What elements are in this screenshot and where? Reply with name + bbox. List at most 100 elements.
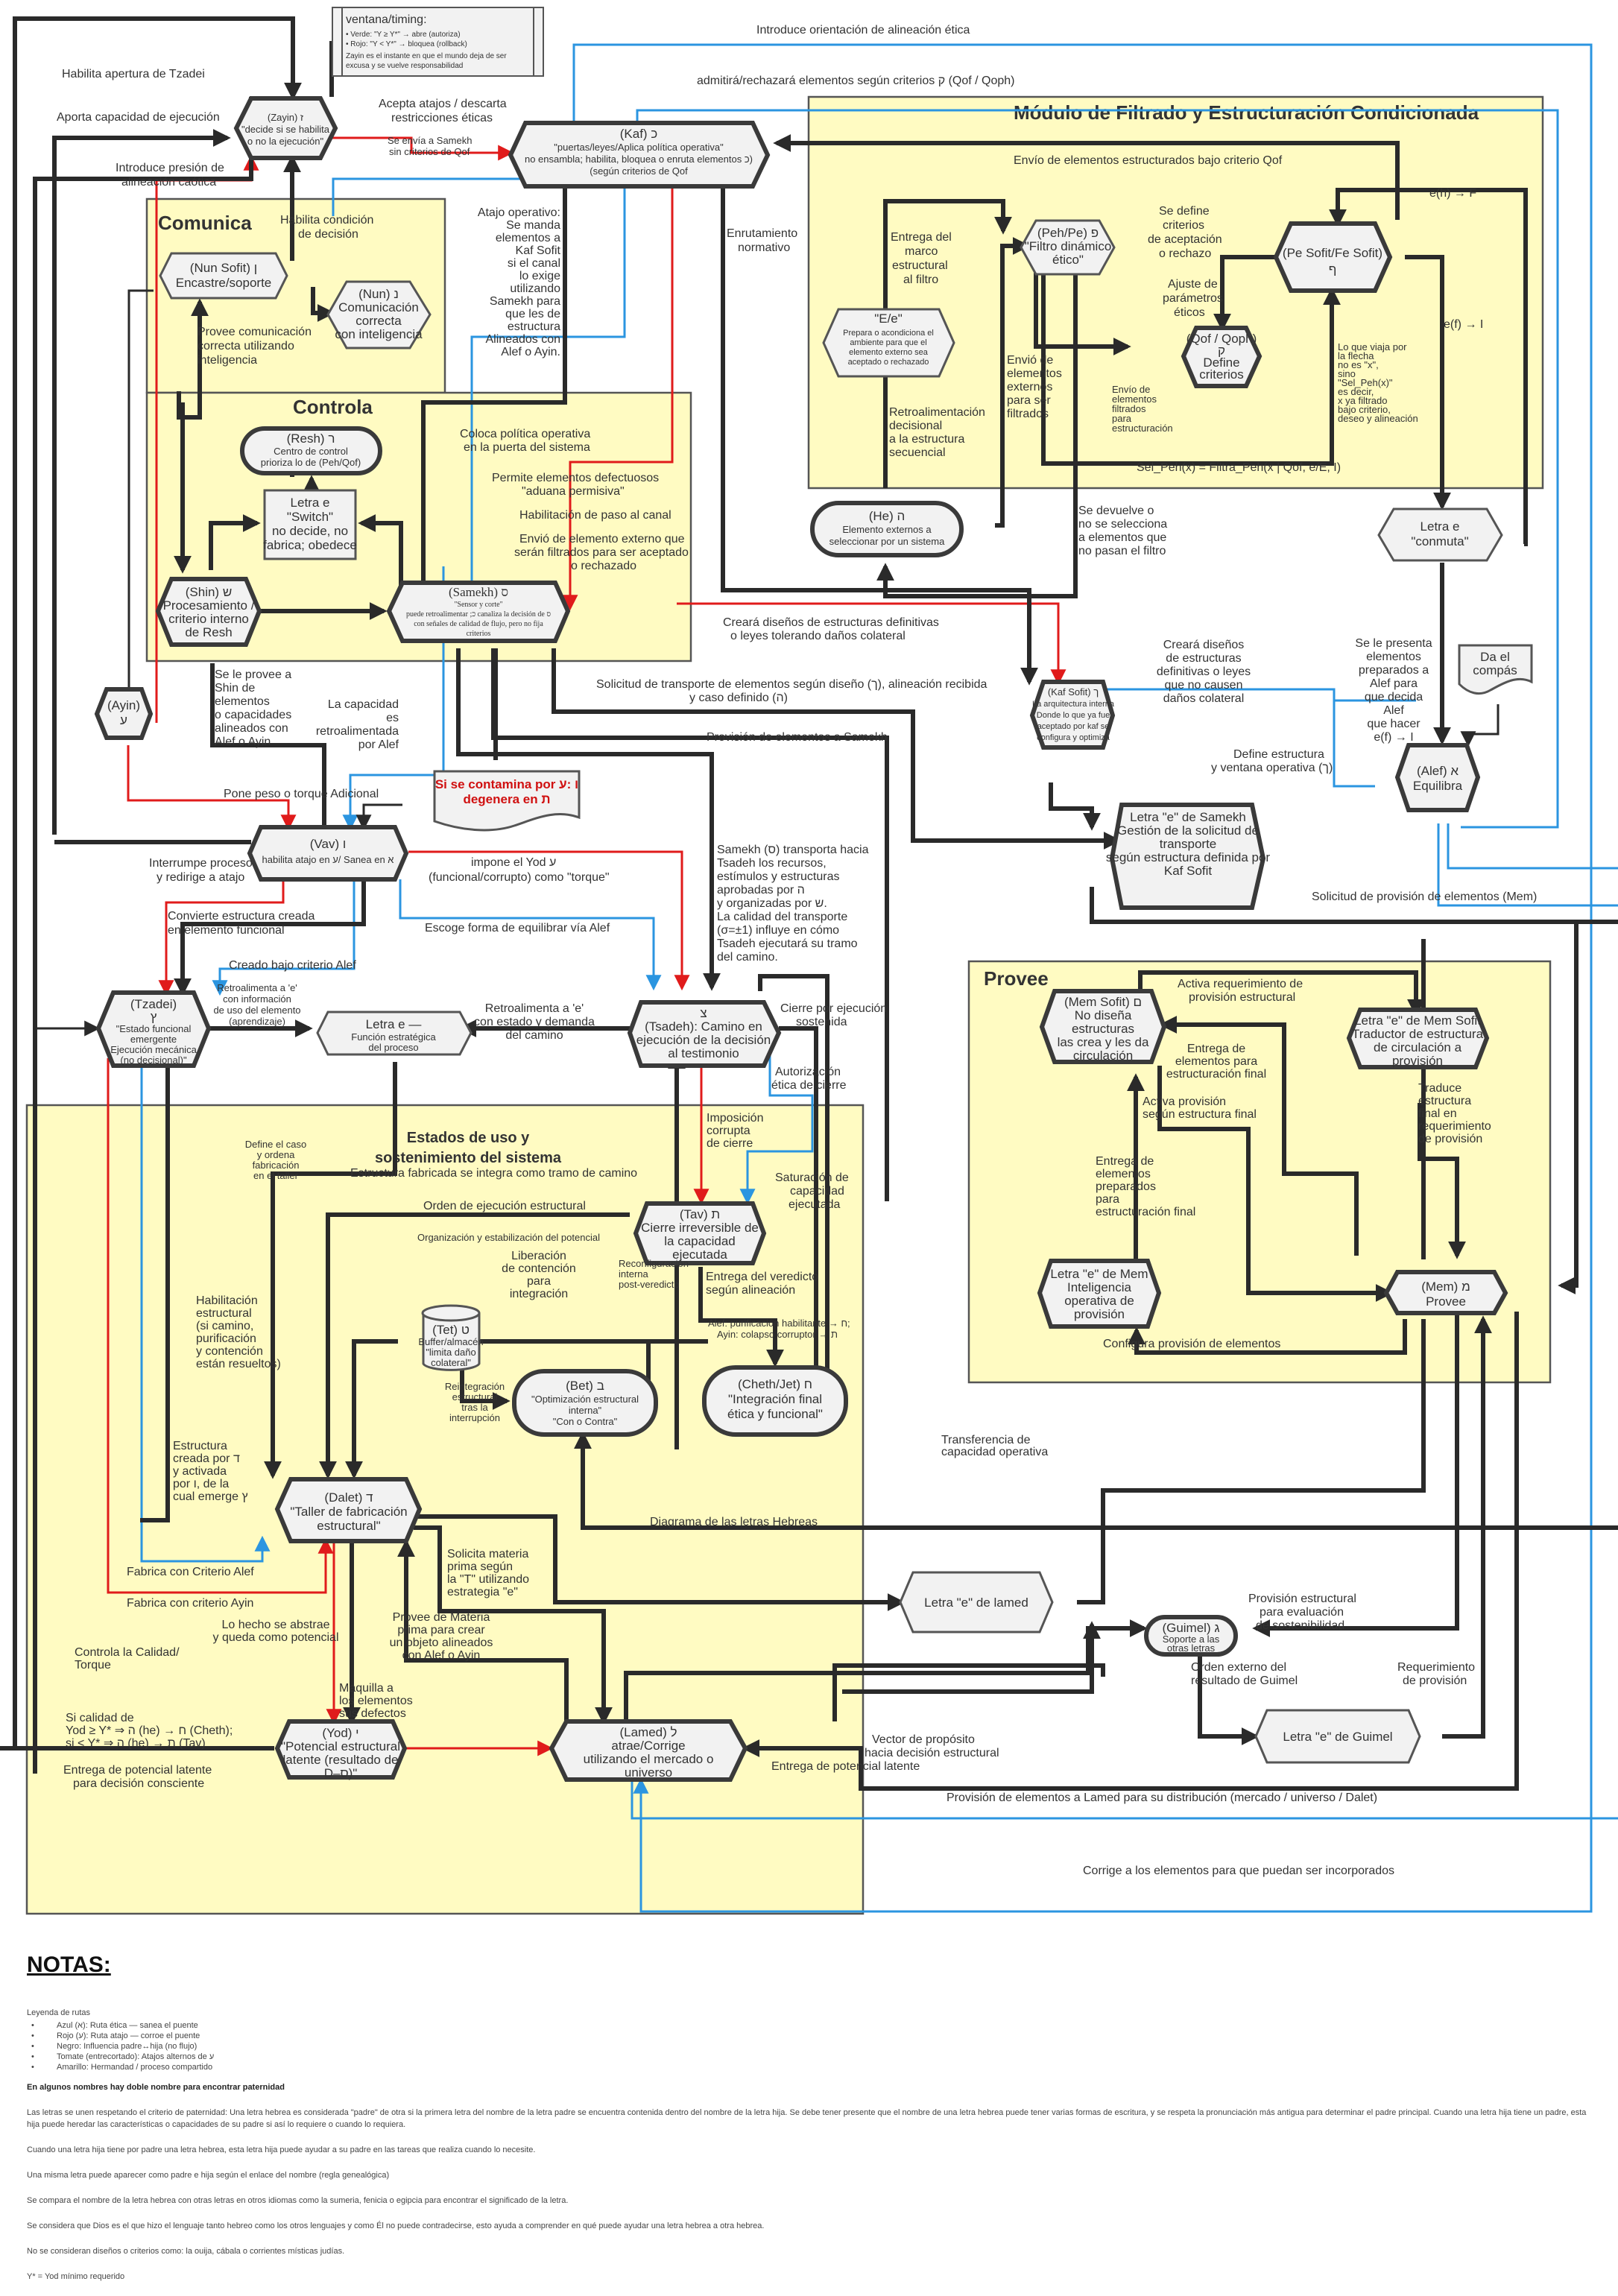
node-mem[interactable]: (Mem) מ Provee <box>1383 1270 1508 1315</box>
node-tet-label: Buffer/almacén <box>418 1336 483 1347</box>
node-letra-guimel[interactable]: Letra "e" de Guimel <box>1254 1709 1421 1764</box>
node-tet[interactable]: (Tet) ט Buffer/almacén "limita daño cola… <box>418 1304 484 1371</box>
node-zayin[interactable]: (Zayin) ז "decide si se habilita o no la… <box>233 96 338 160</box>
node-kaf[interactable]: (Kaf) כ "puertas/leyes/Aplica política o… <box>508 121 771 189</box>
route-diagrama-bet <box>574 1431 1618 1530</box>
route-alef-down2 <box>1437 823 1618 907</box>
node-he-label: Elemento externos a <box>842 524 932 535</box>
label-define-caso: Define el caso <box>245 1139 306 1150</box>
node-alef[interactable]: (Alef) א Equilibra <box>1394 743 1481 812</box>
node-samekh-label: (Samekh) ס <box>449 585 508 599</box>
node-he[interactable]: (He) ה Elemento externos a seleccionar p… <box>810 501 964 557</box>
label-entrega-marco: estructural <box>892 259 948 272</box>
label-envio-estructurados: Envío de elementos estructurados bajo cr… <box>1014 154 1283 167</box>
node-kaf-sofit-label: Donde lo que ya fue <box>1037 711 1110 720</box>
node-kaf-sofit[interactable]: (Kaf Sofit) ך La arquitectura interna Do… <box>1029 680 1116 750</box>
node-tzadei[interactable]: (Tzadei) ץ "Estado funcional emergente E… <box>95 990 212 1068</box>
node-ayin[interactable]: (Ayin) ע <box>94 687 154 740</box>
node-mem-sofit[interactable]: (Mem Sofit) ם No diseña estructuras las … <box>1039 989 1167 1064</box>
node-contamina-note[interactable]: Si se contamina por ו :ע degenera en ת <box>433 770 581 832</box>
label-solicita-materia: la "T" utilizando <box>447 1573 529 1586</box>
label-saturacion: Saturación de <box>775 1171 849 1184</box>
node-resh[interactable]: (Resh) ר Centro de control prioriza lo d… <box>240 426 382 475</box>
route-lamed-up2 <box>832 1663 1105 1721</box>
node-resh-label: Centro de control <box>274 446 348 457</box>
node-nun-label: (Nun) נ <box>358 287 399 301</box>
node-vav[interactable]: (Vav) ו habilita atajo en ע/ Sanea en א <box>247 825 409 882</box>
label-entrega-marco: al filtro <box>903 273 938 286</box>
node-letra-lamed[interactable]: Letra "e" de lamed <box>899 1571 1054 1634</box>
window-line: excusa y se vuelve responsabilidad <box>346 62 463 70</box>
label-se-define-criterios: o rechazo <box>1159 247 1211 260</box>
node-tav[interactable]: (Tav) ת Cierre irreversible de la capaci… <box>633 1201 767 1265</box>
node-letra-e-funcion[interactable]: Letra e — Función estratégica del proces… <box>316 1011 473 1056</box>
label-entrega-veredicto: según alineación <box>706 1284 795 1297</box>
node-peh[interactable]: (Peh/Pe) פ "Filtro dinámico ético" <box>1020 219 1116 276</box>
label-habilitacion-estructural: Habilitación <box>196 1294 258 1307</box>
label-samekh-transporta: y organizadas por ש. <box>717 897 827 910</box>
label-entrega-preparados: para <box>1096 1193 1119 1206</box>
node-tzadei-label: (no decisional)" <box>120 1054 187 1066</box>
label-envio-elemento-externo: serán filtrados para ser aceptado <box>514 546 689 559</box>
route-dalet-letra-lamed <box>414 1514 906 1611</box>
node-ee-label: Prepara o acondiciona el <box>843 329 934 338</box>
node-pe-sofit[interactable]: (Pe Sofit/Fe Sofit) ף <box>1273 221 1393 293</box>
node-nun[interactable]: (Nun) נ Comunicación correcta con inteli… <box>326 280 432 350</box>
node-ee-label: ambiente para que el <box>850 338 926 347</box>
node-guimel-label: Soporte a las <box>1163 1634 1220 1645</box>
label-entrega-potencial: Entrega de potencial latente <box>771 1760 920 1773</box>
node-zayin-label: (Zayin) ז <box>268 112 304 123</box>
group-title-controla: Controla <box>293 396 373 418</box>
edge-labels: Habilita apertura de Tzadei Aporta capac… <box>57 24 1015 367</box>
node-vav-label: habilita atajo en ע/ Sanea en א <box>262 854 394 865</box>
route-solicita-materia <box>414 1525 613 1725</box>
route-escoge-equilibrar <box>399 879 662 991</box>
node-mem-sofit-label: las crea y les da <box>1058 1035 1149 1049</box>
label-estructura-creada-dalet: cual emerge ץ <box>173 1490 248 1503</box>
node-switch[interactable]: Letra e "Switch" no decide, no fabrica; … <box>263 489 357 560</box>
label-activa-provision: Activa provisión <box>1143 1095 1226 1108</box>
node-letra-samekh[interactable]: Letra "e" de Samekh Gestión de la solici… <box>1106 803 1271 910</box>
node-samekh-label: puede retroalimentar ;כ canaliza la deci… <box>406 610 551 619</box>
node-letra-guimel-label: Letra "e" de Guimel <box>1283 1730 1392 1744</box>
node-switch-label: "Switch" <box>287 510 333 524</box>
node-nun-sofit[interactable]: (Nun Sofit) ן Encastre/soporte <box>159 252 288 300</box>
node-conmuta[interactable]: Letra e "conmuta" <box>1377 507 1503 562</box>
node-shin-label: Procesamiento / <box>163 598 255 613</box>
node-qof[interactable]: (Qof / Qoph) ק Define criterios <box>1181 326 1263 388</box>
node-tsadeh[interactable]: צ (Tsadeh): Camino en ejecución de la de… <box>627 1000 782 1068</box>
node-bet[interactable]: (Bet) ב "Optimización estructural intern… <box>512 1369 658 1437</box>
route-solicitud-mem <box>1090 887 1618 924</box>
node-compas[interactable]: Da el compás <box>1458 644 1533 695</box>
label-retroalimentacion-decisional: decisional <box>889 420 942 432</box>
label-retro-info-uso: con información <box>223 993 291 1005</box>
node-guimel[interactable]: (Guimel) ג Soporte a las otras letras <box>1144 1615 1238 1657</box>
route-corrige-lamed <box>631 1781 1618 1820</box>
route-pone-peso <box>127 745 297 831</box>
route-outer-left <box>13 16 302 1748</box>
label-atajo-operativo: Alef o Ayin. <box>501 346 560 358</box>
node-shin[interactable]: (Shin) ש Procesamiento / criterio intern… <box>155 577 262 647</box>
label-provee-materia: Provee de Materia <box>393 1611 490 1624</box>
label-estructura-creada-dalet: y activada <box>173 1465 227 1478</box>
node-letra-e-funcion-label: Letra e — <box>366 1017 422 1031</box>
label-reintegracion: interrupción <box>449 1412 500 1423</box>
node-ee[interactable]: "E/e" Prepara o acondiciona el ambiente … <box>822 308 955 378</box>
node-switch-label: Letra e <box>291 496 330 510</box>
route-interrumpe <box>158 872 285 996</box>
label-envio-externos: Envió de <box>1007 354 1053 367</box>
node-letra-mem-sofit[interactable]: Letra "e" de Mem Sofit Traductor de estr… <box>1346 1008 1490 1069</box>
node-contamina-label: Si se contamina por ו :ע <box>435 777 578 791</box>
label-liberacion: integración <box>510 1288 568 1300</box>
label-retro-estado: del camino <box>505 1029 563 1042</box>
node-yod[interactable]: (Yod) י "Potencial estructural latente (… <box>274 1719 408 1780</box>
node-letra-samekh-label: Kaf Sofit <box>1164 864 1213 878</box>
label-alef-ayin-purif: Ayin: colapso corruptor → ת <box>717 1329 838 1340</box>
node-samekh[interactable]: (Samekh) ס "Sensor y corte" puede retroa… <box>386 581 571 643</box>
node-dalet[interactable]: (Dalet) ד "Taller de fabricación estruct… <box>274 1477 423 1543</box>
label-se-le-provee-shin: Se le provee a <box>215 668 291 681</box>
node-letra-mem[interactable]: Letra "e" de Mem Inteligencia operativa … <box>1037 1259 1162 1329</box>
node-cheth[interactable]: (Cheth/Jet) ח "Integración final ética y… <box>702 1365 848 1437</box>
label-envio-elemento-externo: Envió de elemento externo que <box>519 533 685 545</box>
node-lamed[interactable]: (Lamed) ל atrae/Corrige utilizando el me… <box>549 1719 748 1782</box>
